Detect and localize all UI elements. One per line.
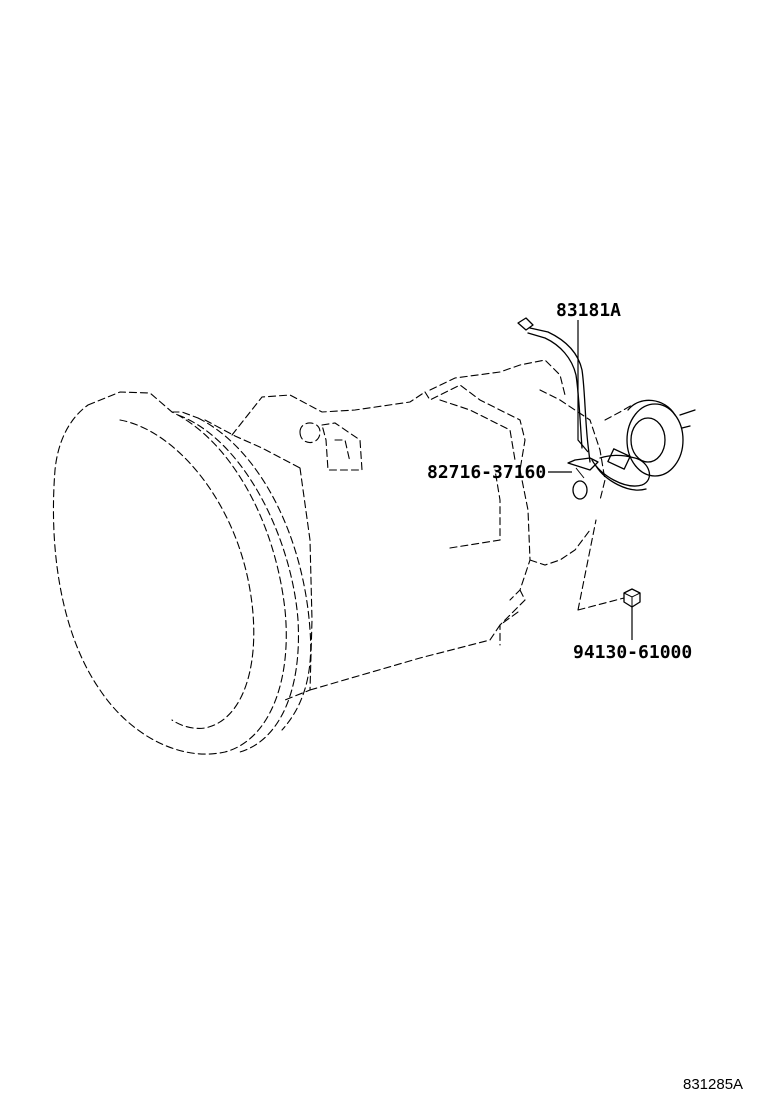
nut xyxy=(623,588,641,608)
output-shaft xyxy=(604,399,696,477)
harness-clamp xyxy=(567,457,599,479)
install-path-line xyxy=(577,519,625,611)
part-label-sensor[interactable]: 83181A xyxy=(556,300,622,321)
transmission-case xyxy=(231,359,606,701)
leader-sensor xyxy=(577,320,589,453)
part-label-nut[interactable]: 94130-61000 xyxy=(573,642,693,663)
speed-sensor-harness xyxy=(517,317,651,500)
bell-housing xyxy=(52,391,312,755)
part-label-clamp[interactable]: 82716-37160 xyxy=(427,462,547,483)
diagram-reference-code: 831285A xyxy=(683,1076,744,1093)
